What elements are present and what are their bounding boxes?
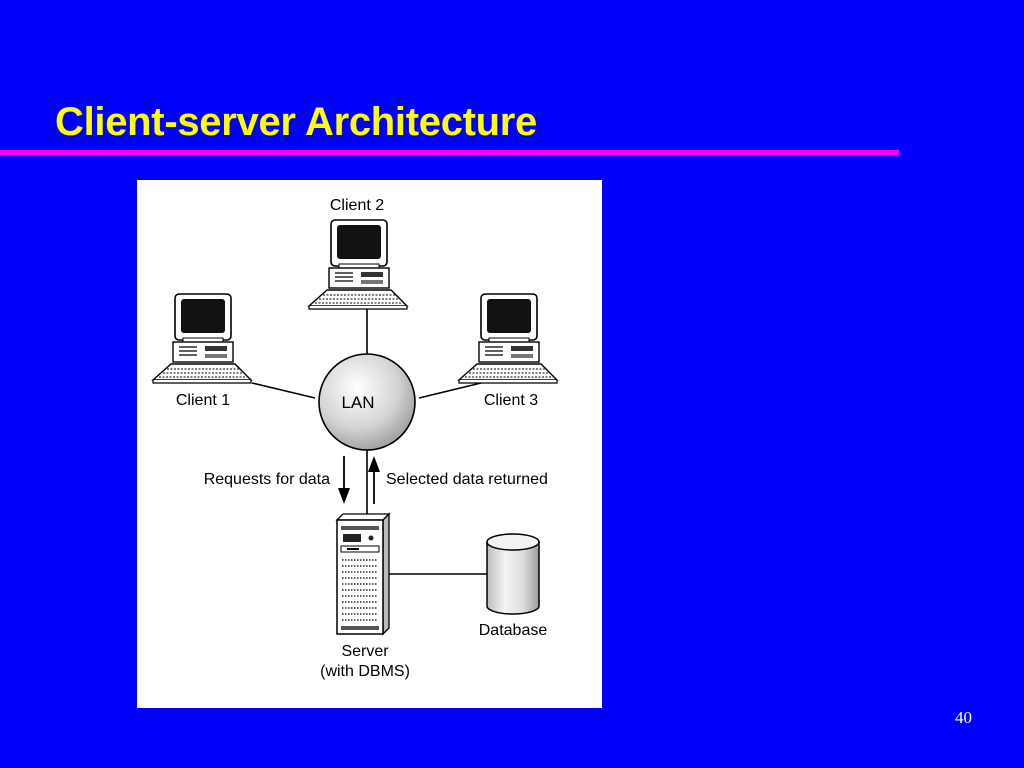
page-number: 40: [955, 708, 972, 727]
server-dbms-label: (with DBMS): [320, 663, 410, 680]
slide-title: Client-server Architecture: [55, 100, 538, 144]
client-2-label: Client 2: [330, 197, 384, 214]
client-2-computer-icon: [308, 219, 408, 310]
client-1-computer-icon: [152, 293, 252, 384]
server-tower-icon: [335, 512, 391, 636]
database-label: Database: [479, 622, 548, 639]
client-server-diagram: Client 2 Client 1 Client 3 LAN Requests …: [137, 180, 602, 708]
lan-label: LAN: [341, 393, 374, 412]
client-3-label: Client 3: [484, 392, 538, 409]
client-3-computer-icon: [458, 293, 558, 384]
title-divider: [0, 150, 899, 155]
request-arrow-icon: [338, 456, 350, 504]
selected-data-returned-label: Selected data returned: [386, 471, 548, 488]
server-label: Server: [341, 643, 389, 660]
lan-hub-icon: [318, 353, 416, 451]
network-links: [251, 308, 487, 575]
client-1-label: Client 1: [176, 392, 230, 409]
requests-for-data-label: Requests for data: [204, 471, 330, 488]
database-cylinder-icon: [486, 533, 540, 615]
response-arrow-icon: [368, 456, 380, 504]
